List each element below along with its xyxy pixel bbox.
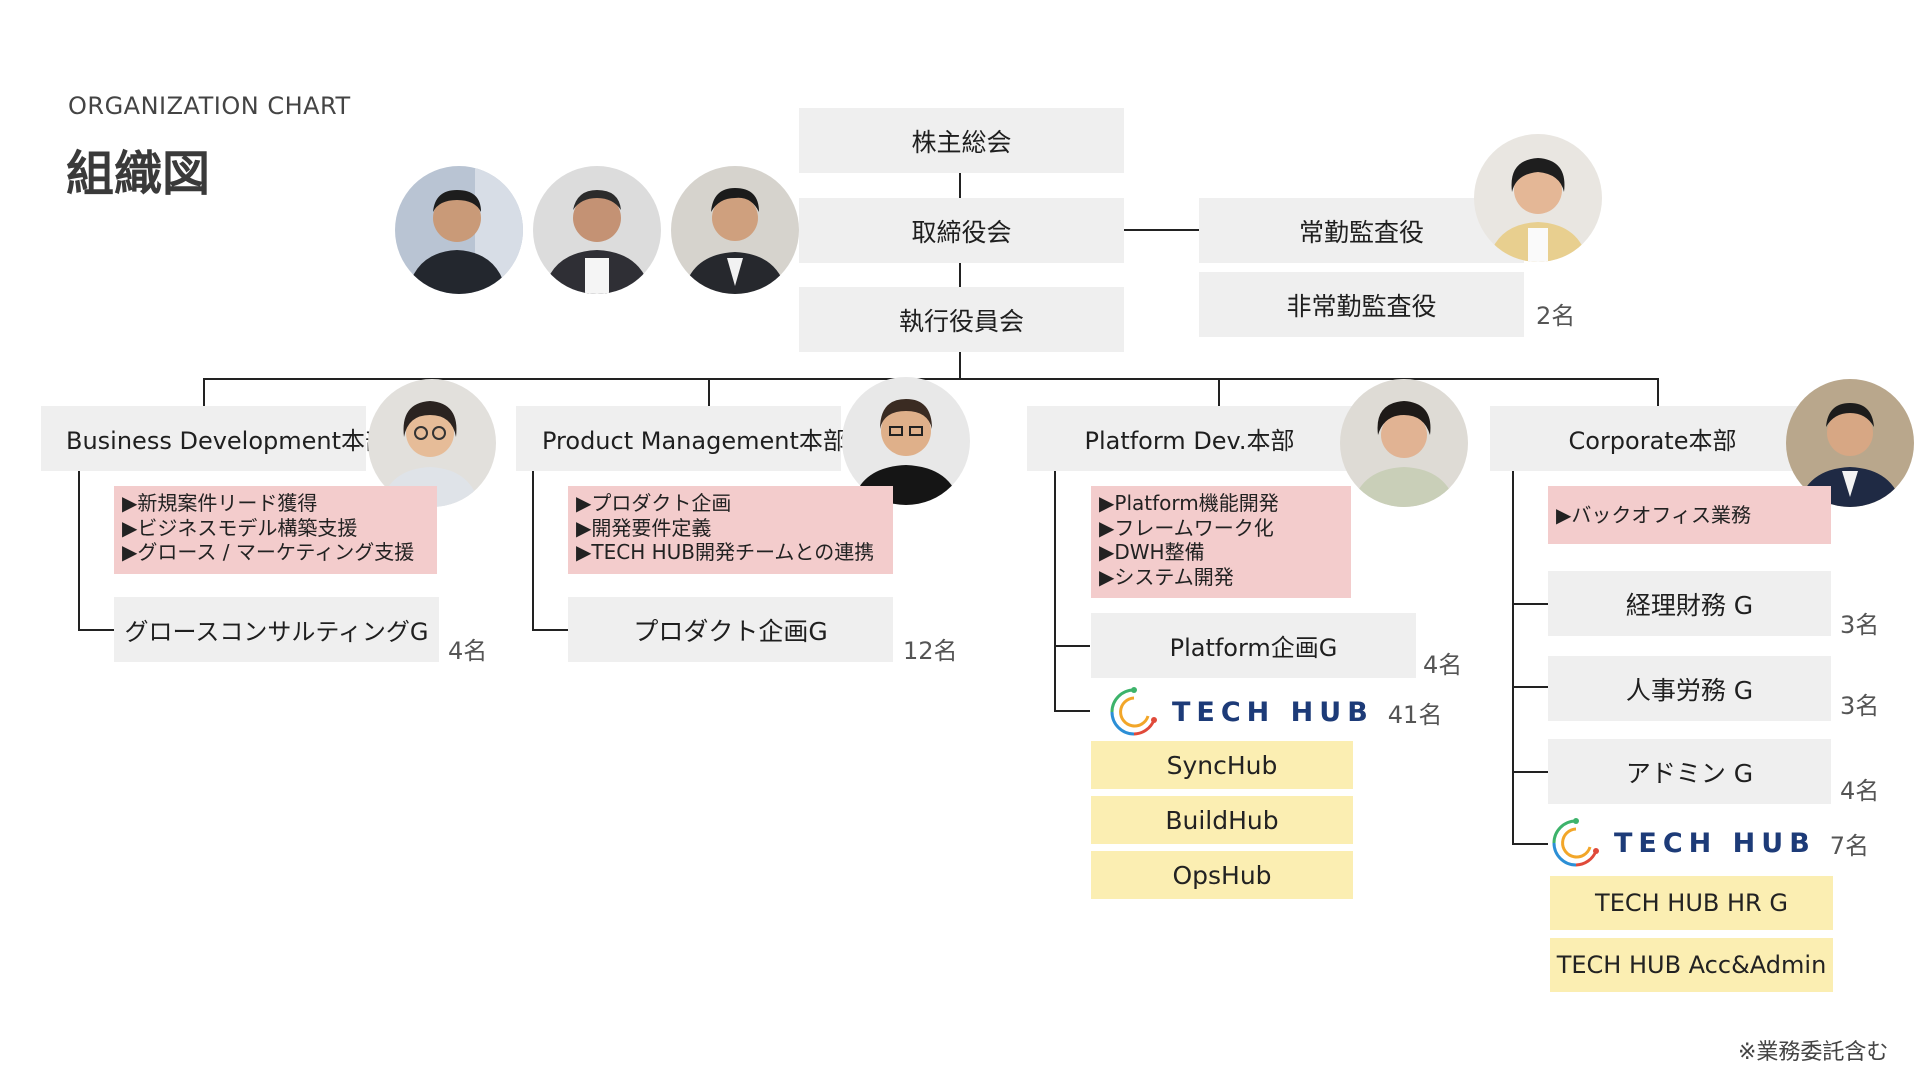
- corporate-division-box: Corporate本部: [1490, 406, 1815, 471]
- admin-group-count: 4名: [1840, 777, 1880, 805]
- opshub-team-box: OpsHub: [1091, 851, 1353, 899]
- product-task: ▶TECH HUB開発チームとの連携: [576, 540, 875, 564]
- bizdev-group-count: 4名: [448, 637, 488, 665]
- product-task: ▶プロダクト企画: [576, 491, 732, 515]
- corporate-task-list: ▶バックオフィス業務: [1548, 486, 1831, 544]
- corporate-head-avatar: [1786, 379, 1914, 507]
- bizdev-task: ▶新規案件リード獲得: [122, 491, 318, 515]
- board-member-avatar-1: [395, 166, 523, 294]
- hr-group-count: 3名: [1840, 692, 1880, 720]
- bizdev-task: ▶グロース / マーケティング支援: [122, 540, 415, 564]
- bizdev-task: ▶ビジネスモデル構築支援: [122, 515, 358, 540]
- bizdev-head-avatar: [368, 379, 496, 507]
- platform-task: ▶Platform機能開発: [1099, 491, 1279, 515]
- corporate-techhub-count: 7名: [1829, 831, 1870, 860]
- parttime-auditor-count: 2名: [1536, 302, 1576, 330]
- corporate-techhub-logo: TECH HUB 7名: [1550, 817, 1869, 869]
- fulltime-auditor-box: 常勤監査役: [1199, 198, 1524, 263]
- platform-task: ▶DWH整備: [1099, 540, 1205, 564]
- platform-task-list: ▶Platform機能開発 ▶フレームワーク化 ▶DWH整備 ▶システム開発: [1091, 486, 1351, 598]
- bizdev-task-list: ▶新規案件リード獲得 ▶ビジネスモデル構築支援 ▶グロース / マーケティング支…: [114, 486, 437, 574]
- buildhub-team-box: BuildHub: [1091, 796, 1353, 844]
- hr-group-box: 人事労務 G: [1548, 656, 1831, 721]
- footnote: ※業務委託含む: [1738, 1040, 1889, 1065]
- executive-committee-box: 執行役員会: [799, 287, 1124, 352]
- platform-group-box: Platform企画G: [1091, 613, 1416, 678]
- auditor-avatar: [1474, 134, 1602, 262]
- platform-techhub-logo-text: TECH HUB: [1172, 696, 1374, 728]
- bizdev-division-box: Business Development本部: [41, 406, 389, 471]
- corporate-techhub-logo-text: TECH HUB: [1614, 827, 1816, 859]
- techhub-acc-admin-box: TECH HUB Acc&Admin: [1550, 938, 1833, 992]
- board-member-avatar-3: [671, 166, 799, 294]
- admin-group-box: アドミン G: [1548, 739, 1831, 804]
- techhub-logo-icon: [1110, 687, 1157, 736]
- platform-task: ▶システム開発: [1099, 564, 1234, 589]
- platform-techhub-logo: TECH HUB 41名: [1108, 686, 1442, 738]
- board-of-directors-box: 取締役会: [799, 198, 1124, 263]
- product-task-list: ▶プロダクト企画 ▶開発要件定義 ▶TECH HUB開発チームとの連携: [568, 486, 893, 574]
- product-task: ▶開発要件定義: [576, 515, 712, 540]
- platform-group-count: 4名: [1423, 651, 1463, 679]
- parttime-auditor-box: 非常勤監査役: [1199, 272, 1524, 337]
- platform-head-avatar: [1340, 379, 1468, 507]
- techhub-hr-group-box: TECH HUB HR G: [1550, 876, 1833, 930]
- product-group-count: 12名: [903, 637, 958, 665]
- accounting-group-count: 3名: [1840, 611, 1880, 639]
- accounting-group-box: 経理財務 G: [1548, 571, 1831, 636]
- corporate-task: ▶バックオフィス業務: [1556, 502, 1751, 527]
- product-group-box: プロダクト企画G: [568, 597, 893, 662]
- chart-title: 組織図: [66, 146, 211, 202]
- board-member-avatar-2: [533, 166, 661, 294]
- synchub-team-box: SyncHub: [1091, 741, 1353, 789]
- platform-techhub-count: 41名: [1387, 700, 1443, 729]
- chart-subtitle: ORGANIZATION CHART: [68, 92, 351, 120]
- bizdev-group-box: グロースコンサルティングG: [114, 597, 439, 662]
- platform-task: ▶フレームワーク化: [1099, 515, 1274, 540]
- product-division-box: Product Management本部: [516, 406, 847, 471]
- shareholders-meeting-box: 株主総会: [799, 108, 1124, 173]
- platform-division-box: Platform Dev.本部: [1027, 406, 1352, 471]
- techhub-logo-icon: [1552, 818, 1599, 867]
